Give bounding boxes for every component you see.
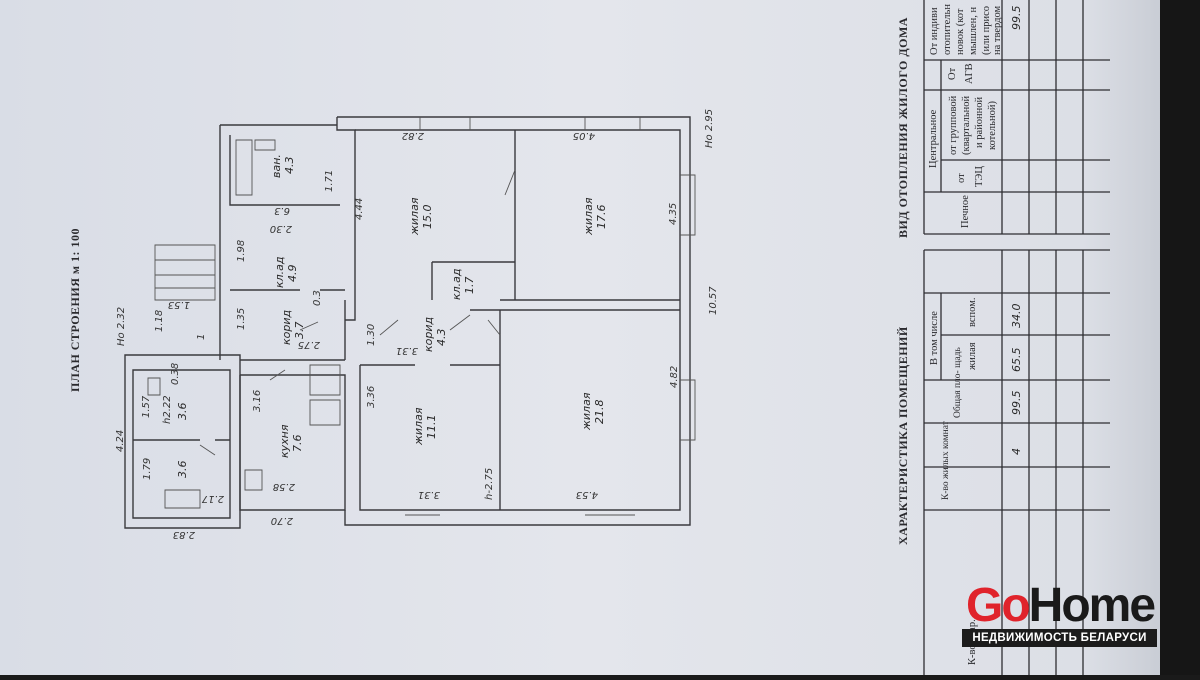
header-including: В том числе	[929, 311, 940, 365]
room-area: 4.3	[283, 157, 296, 175]
header-from-group: котельной)	[987, 101, 998, 150]
dimension: 3.31	[396, 345, 418, 356]
dimension: 1.18	[154, 310, 165, 332]
header-agv: АГВ	[964, 63, 975, 84]
dimension: 4.82	[669, 366, 680, 388]
dimension: 3.16	[252, 390, 263, 412]
room-area: 3.6	[176, 461, 189, 479]
room-area: 21.8	[593, 400, 606, 425]
room-area: 4.3	[435, 329, 448, 347]
room-area: 1.7	[463, 277, 476, 295]
dimension: 1.71	[324, 170, 335, 192]
room-name: h2.22	[162, 395, 173, 424]
dimension: 3.31	[418, 489, 440, 500]
plan-title: ПЛАН СТРОЕНИЯ м 1: 100	[68, 228, 82, 392]
header-from-tec: от	[956, 173, 967, 183]
heating-table: ВИД ОТОПЛЕНИЯ ЖИЛОГО ДОМА Печное Централ…	[896, 0, 1110, 238]
room-area: 17.6	[595, 205, 608, 230]
heating-title: ВИД ОТОПЛЕНИЯ ЖИЛОГО ДОМА	[896, 17, 910, 238]
room-area: 3.7	[293, 322, 306, 340]
characteristics-title: ХАРАКТЕРИСТИКА ПОМЕЩЕНИЙ	[896, 326, 910, 545]
dimension: 2.82	[402, 130, 424, 141]
dimension-labels: 4.44 2.82 4.05 4.35 10.57 4.82 4.53 3.31…	[115, 130, 719, 540]
header-from-group: от групповой	[948, 95, 959, 155]
dimension: 1.53	[168, 299, 190, 310]
dimension: 2.17	[201, 493, 224, 504]
dimension: 2.70	[271, 515, 293, 526]
header-individual: От индиви	[929, 7, 940, 55]
dimension: 1.98	[236, 240, 247, 262]
dimension: 0.38	[170, 363, 181, 385]
room-name: корид	[280, 310, 293, 345]
header-individual: (или присо	[981, 6, 992, 55]
room-name: жилая	[582, 197, 595, 236]
background-edge	[1160, 0, 1200, 675]
room-area: 4.9	[286, 265, 299, 283]
dimension: 4.44	[354, 198, 365, 220]
header-individual: мышлен, н	[968, 6, 979, 55]
dimension: 1.79	[142, 458, 153, 480]
header-total-area: Общая пло- щадь	[952, 347, 963, 418]
room-area: 15.0	[421, 205, 434, 230]
header-living-rooms: К-во жилых комнат	[941, 420, 951, 500]
room-name: корид	[422, 317, 435, 352]
header-individual: на твердом	[992, 5, 1003, 55]
header-auxiliary: вспом.	[967, 298, 978, 328]
header-individual: новок (кот	[955, 8, 966, 55]
dimension: 10.57	[708, 286, 719, 315]
gohome-watermark-logo: GoHome НЕДВИЖИМОСТЬ БЕЛАРУСИ	[962, 580, 1157, 648]
paper	[0, 0, 1165, 675]
dimension: 2.75	[298, 339, 320, 350]
logo-go: Go	[966, 579, 1031, 632]
room-name: кухня	[278, 424, 291, 458]
header-from-group: и районной	[974, 96, 985, 148]
room-name: жилая	[408, 197, 421, 236]
floor-plan	[124, 116, 696, 529]
dimension: 1.30	[366, 324, 377, 346]
dimension: 1	[196, 334, 207, 340]
dimension: 2.83	[173, 529, 195, 540]
dimension: 4.35	[668, 203, 679, 225]
room-name: кл.ад	[450, 268, 463, 300]
room-name: жилая	[412, 407, 425, 446]
dimension: 4.05	[573, 130, 595, 141]
dimension: 1.35	[236, 308, 247, 330]
room-area: 3.6	[176, 403, 189, 421]
logo-wordmark: GoHome	[966, 579, 1156, 632]
dimension: 2.58	[273, 481, 295, 492]
dimension: 1.57	[141, 395, 152, 418]
dimension: 0.3	[312, 290, 323, 306]
height-mark: Но 2.32	[116, 307, 127, 346]
room-area: 11.1	[425, 415, 438, 440]
dimension: 2.30	[270, 223, 292, 234]
header-from-group: (квартальной	[961, 95, 972, 155]
height-mark: Но 2.95	[704, 109, 715, 148]
dimension: 3.36	[366, 386, 377, 408]
room-name: кл.ад	[273, 256, 286, 288]
cell-living: 65.5	[1010, 348, 1023, 373]
header-stove: Печное	[960, 195, 971, 228]
logo-home: Home	[1028, 579, 1156, 632]
room-name: ван.	[270, 154, 283, 178]
header-from-tec: ТЭЦ	[974, 166, 985, 187]
dimension: 4.53	[576, 489, 598, 500]
cell-total-area: 99.5	[1010, 391, 1023, 416]
cell-individual: 99.5	[1010, 6, 1023, 31]
header-agv: От	[947, 67, 958, 80]
logo-tagline: НЕДВИЖИМОСТЬ БЕЛАРУСИ	[962, 629, 1157, 647]
cell-auxiliary: 34.0	[1010, 304, 1023, 329]
dimension: h-2.75	[484, 468, 495, 500]
dimension: 6.3	[274, 205, 290, 216]
cell-living-rooms: 4	[1010, 448, 1023, 455]
header-living: жилая	[967, 342, 978, 371]
dimension: 4.24	[115, 430, 126, 452]
room-name: жилая	[580, 392, 593, 431]
room-area: 7.6	[291, 435, 304, 453]
header-central: Центральное	[928, 109, 939, 168]
header-individual: отопительн	[942, 4, 953, 55]
